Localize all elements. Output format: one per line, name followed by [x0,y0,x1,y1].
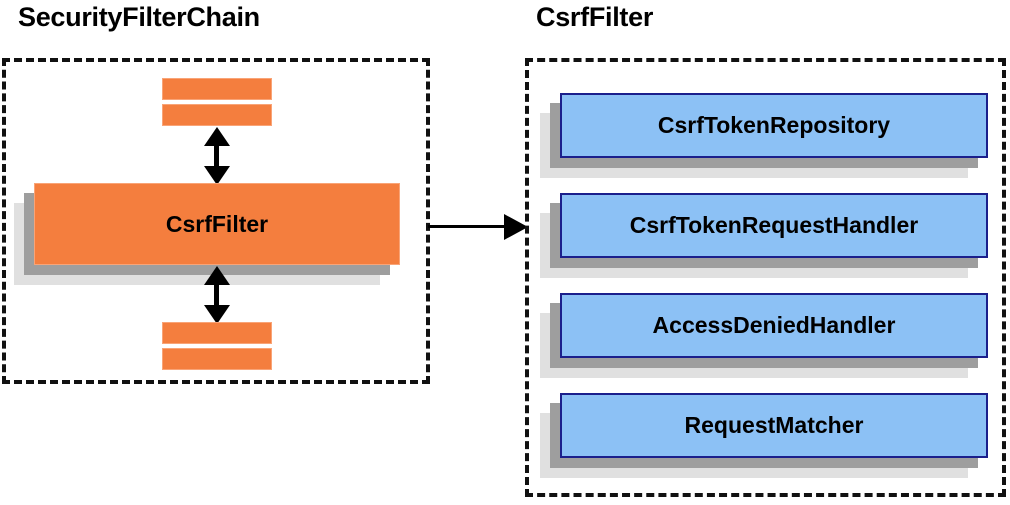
node-csrf-token-repository[interactable]: CsrfTokenRepository [560,93,988,158]
panel-title-csrf-filter: CsrfFilter [536,2,654,32]
arrow-down-head-above-filter [204,166,230,185]
arrow-down-head-below-filter [204,305,230,324]
node-csrf-filter[interactable]: CsrfFilter [34,183,400,265]
filler-bar-top-1 [162,78,272,100]
arrow-up-head-below-filter [204,266,230,285]
arrow-up-head-above-filter [204,127,230,146]
node-csrf-token-request-handler[interactable]: CsrfTokenRequestHandler [560,193,988,258]
connector-line-chain-to-filter [428,225,506,228]
panel-csrf-filter [525,58,1006,497]
node-request-matcher[interactable]: RequestMatcher [560,393,988,458]
filler-bar-bottom-1 [162,322,272,344]
panel-title-security-filter-chain: SecurityFilterChain [18,2,260,32]
node-access-denied-handler[interactable]: AccessDeniedHandler [560,293,988,358]
arrow-line-below-filter [214,282,219,308]
panel-security-filter-chain [2,58,430,384]
connector-arrowhead-chain-to-filter [504,214,528,240]
arrow-line-above-filter [214,143,219,169]
filler-bar-bottom-2 [162,348,272,370]
filler-bar-top-2 [162,104,272,126]
